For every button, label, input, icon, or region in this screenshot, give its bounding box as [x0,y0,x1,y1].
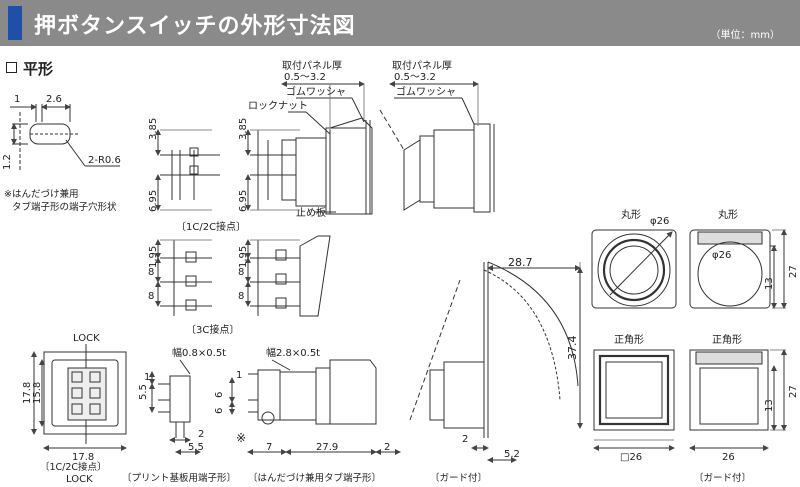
dim-27-9-label: 27.9 [316,442,338,453]
lock-label-bottom: LOCK [66,474,93,485]
page-title: 押ボタンスイッチの外形寸法図 [34,14,356,39]
width-2-8-label: 幅2.8×0.5t [266,346,320,359]
section-square-icon [6,62,17,73]
round-label-2: 丸形 [718,208,738,221]
dim-6-95-a: 6.95 [148,190,159,212]
unit-label: （単位：mm） [710,30,780,41]
square-front-view [593,349,675,451]
phi-26-label-b: φ26 [712,250,731,261]
lock-nut-label: ロックナット [248,100,308,112]
sq-26-label: □26 [620,452,642,463]
side-view-3c-body [245,235,331,317]
guard-side-view [409,261,583,463]
dim-13-a: 13 [764,277,775,290]
tab-terminal-view [229,359,401,455]
panel-range-label-2: 0.5～3.2 [394,72,436,83]
panel-range-label-1: 0.5～3.2 [284,72,326,83]
dim-13-b: 13 [764,399,775,412]
dim-5-5-v: 5.5 [138,384,149,400]
phi-26-label-a: φ26 [650,216,669,227]
dim-17-8-h: 17.8 [72,452,94,463]
round-guard-view [689,229,787,309]
dim-1-label-pcb: 1 [144,372,150,383]
lock-label-top: LOCK [73,333,100,344]
dim-1-2-label: 1.2 [2,154,13,170]
rubber-washer-label-1: ゴムワッシャ [286,85,346,98]
dim-1-95-a: 1.95 [148,246,159,268]
dim-26-label: 26 [722,452,735,463]
note-line-2: タブ端子形の端子穴形状 [12,201,117,213]
pcb-terminal-view [149,359,201,455]
dim-8-b: 8 [148,291,154,302]
dim-6-95-b: 6.95 [238,190,249,212]
dim-2-label-guard: 2 [462,434,468,445]
dim-6-label-b: 6 [214,408,225,414]
title-banner: 押ボタンスイッチの外形寸法図 （単位：mm） [0,0,800,46]
bottom-label-guard-1: 〔ガード付〕 [430,472,487,484]
dim-1-label-tab: 1 [236,370,242,381]
note-line-1: ※はんだづけ兼用 [4,188,78,200]
panel-thickness-label-2: 取付パネル厚 [392,59,452,72]
panel-thickness-label-1: 取付パネル厚 [282,59,342,72]
side-view-guard-section [379,81,495,213]
dim-1-95-b: 1.95 [238,246,249,268]
dim-3-85-a: 3.85 [148,118,159,140]
dim-5-2-label: 5.2 [504,449,520,460]
side-view-body [245,81,373,215]
dim-5-5-h: 5.5 [188,442,204,453]
rubber-washer-label-2: ゴムワッシャ [396,85,456,98]
section-title: 平形 [23,60,54,78]
radius-label: 2-R0.6 [88,155,121,166]
dim-17-8-v: 17.8 [22,382,33,404]
side-view-1c2c [155,129,220,211]
contact-3c-label: 〔3C接点〕 [186,323,239,336]
asterisk-mark: ※ [236,431,246,445]
front-view-lock [31,344,127,451]
dim-8-a-visible: 8 [148,267,154,278]
dim-8-d: 8 [238,291,244,302]
dim-3-85-b: 3.85 [238,118,249,140]
dim-2-label-tab: 2 [384,442,390,453]
square-guard-view [689,349,787,451]
dim-27-a: 27 [788,265,799,278]
side-view-3c [155,239,212,316]
contact-1c2c-label: 〔1C/2C接点〕 [176,220,246,233]
dim-1-label: 1 [14,94,20,105]
dim-15-8-v: 15.8 [32,382,43,404]
dim-7-label: 7 [266,442,272,453]
square-label-2: 正角形 [712,334,742,346]
dim-28-7-label: 28.7 [508,256,533,269]
dim-37-4-label: 37.4 [566,336,579,361]
bottom-label-pcb: 〔プリント基板用端子形〕 [122,472,236,484]
terminal-hole-detail [10,104,120,170]
bottom-label-1c2c: 〔1C/2C接点〕 [40,461,107,473]
bottom-label-guard-2: 〔ガード付〕 [694,472,751,484]
dim-2-label-pcb: 2 [198,429,204,440]
dim-27-b: 27 [788,385,799,398]
width-0-8-label: 幅0.8×0.5t [172,346,226,359]
round-front-view [591,229,677,309]
dim-2-6-label: 2.6 [46,94,62,105]
round-label-1: 丸形 [621,208,641,221]
banner-accent-bar [8,6,22,40]
section-heading: 平形 [6,58,53,79]
dim-8-c: 8 [238,267,244,278]
square-label-1: 正角形 [614,334,644,346]
dim-6-label: 6 [214,392,225,398]
stop-plate-label: 止め板 [296,206,326,219]
bottom-label-tab: 〔はんだづけ兼用タブ端子形〕 [248,472,381,484]
